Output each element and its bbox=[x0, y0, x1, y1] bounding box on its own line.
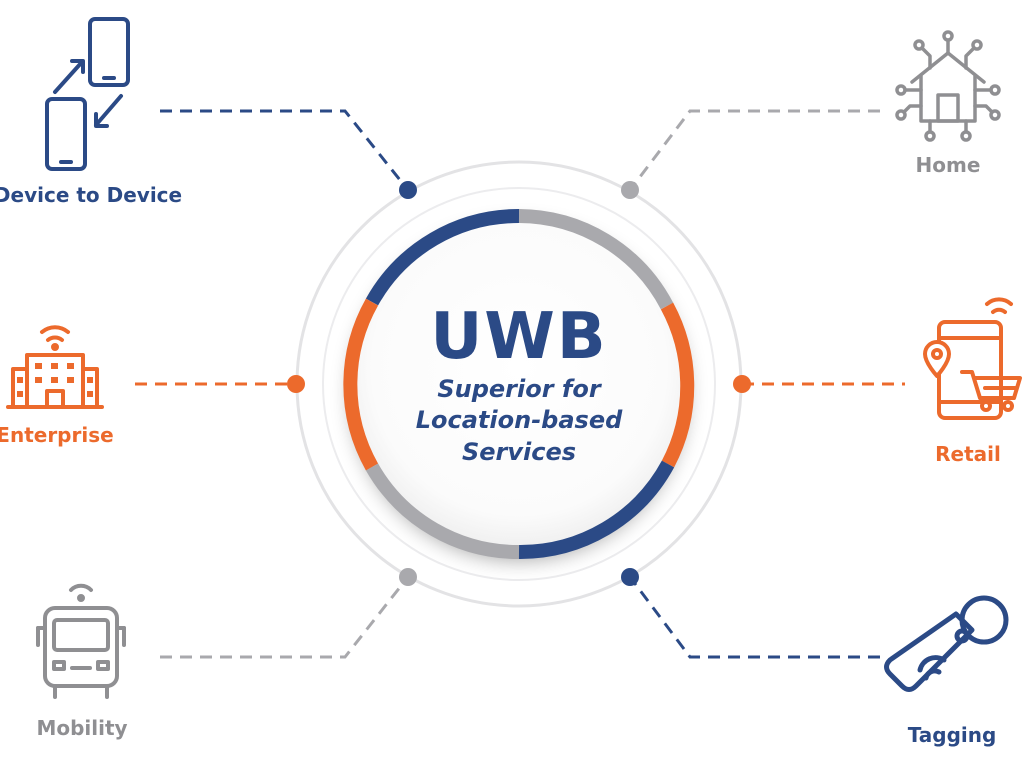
ring-seg-orange-left bbox=[343, 298, 379, 471]
label-tagging: Tagging bbox=[908, 723, 997, 747]
connector-home bbox=[628, 109, 880, 191]
dot-tagging bbox=[621, 568, 639, 586]
connector-device bbox=[160, 109, 410, 191]
connector-lines bbox=[135, 109, 905, 659]
ring-seg-navy-top bbox=[365, 208, 520, 306]
bus-icon bbox=[36, 583, 126, 699]
label-retail: Retail bbox=[935, 442, 1001, 466]
tag-wifi-icon bbox=[884, 595, 1009, 692]
connector-mobility bbox=[160, 576, 410, 659]
smart-home-icon bbox=[895, 30, 1001, 142]
center-title: UWB bbox=[430, 300, 607, 374]
phones-transfer-icon bbox=[45, 17, 130, 171]
middle-ring bbox=[322, 187, 716, 581]
dot-device bbox=[399, 181, 417, 199]
ring-seg-orange-right bbox=[660, 302, 695, 468]
center-disc bbox=[351, 216, 687, 552]
label-home: Home bbox=[916, 153, 981, 177]
building-windows bbox=[17, 363, 93, 397]
building-wifi-icon bbox=[6, 325, 104, 409]
segment-ring bbox=[343, 208, 695, 560]
ring-seg-navy-bottom bbox=[518, 460, 675, 560]
label-mobility: Mobility bbox=[36, 716, 127, 740]
phone-cart-icon bbox=[923, 297, 1022, 420]
label-enterprise: Enterprise bbox=[0, 423, 114, 447]
center-subtitle-1: Superior for bbox=[437, 375, 603, 403]
center-subtitle-3: Services bbox=[462, 438, 576, 466]
connector-tagging bbox=[628, 576, 880, 659]
dot-enterprise bbox=[287, 375, 305, 393]
dot-mobility bbox=[399, 568, 417, 586]
dot-retail bbox=[733, 375, 751, 393]
dot-home bbox=[621, 181, 639, 199]
center-subtitle-2: Location-based bbox=[416, 406, 623, 434]
ring-seg-gray-bottom bbox=[365, 463, 520, 560]
ring-seg-gray-top bbox=[518, 209, 674, 310]
label-device-to-device: Device to Device bbox=[0, 183, 182, 207]
